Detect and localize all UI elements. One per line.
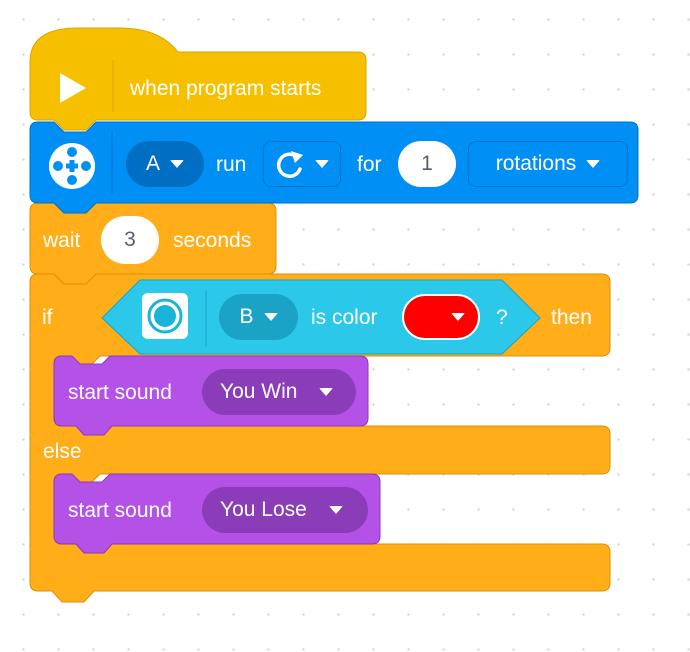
wait-label: wait (43, 229, 81, 252)
clockwise-arrow-icon (277, 151, 303, 178)
if-label: if (42, 306, 53, 329)
start-sound-label: start sound (68, 381, 172, 404)
sound-name: You Win (220, 380, 298, 403)
start-sound-label: start sound (68, 499, 172, 522)
chevron-down-icon (586, 160, 601, 168)
is-color-label: is color (311, 306, 378, 329)
unit-value: rotations (495, 152, 577, 175)
wait-seconds-input[interactable]: 3 (101, 216, 159, 264)
hat-block-shape[interactable] (29, 27, 367, 131)
question-mark-label: ? (496, 306, 508, 329)
unit-dropdown[interactable]: rotations (468, 141, 628, 187)
sensor-port-value: B (239, 305, 254, 328)
motor-for-label: for (357, 153, 382, 176)
seconds-label: seconds (173, 229, 252, 252)
hat-label: when program starts (130, 77, 322, 100)
sound-name: You Lose (220, 498, 307, 521)
motor-icon (49, 143, 95, 189)
chevron-down-icon (328, 506, 343, 514)
chevron-down-icon (170, 160, 184, 168)
rotation-amount-input[interactable]: 1 (398, 141, 456, 187)
motor-run-label: run (216, 153, 247, 176)
chevron-down-icon (315, 160, 329, 168)
direction-dropdown[interactable] (263, 141, 341, 187)
color-sensor-icon (142, 293, 188, 339)
chevron-down-icon (319, 388, 334, 396)
chevron-down-icon (263, 313, 278, 321)
play-icon (60, 73, 86, 103)
color-picker-dropdown[interactable] (402, 294, 480, 340)
chevron-down-icon (451, 313, 465, 321)
sensor-port-dropdown[interactable]: B (219, 294, 298, 340)
sound-dropdown-you-lose[interactable]: You Lose (202, 487, 368, 533)
else-label: else (43, 440, 82, 463)
sound-dropdown-you-win[interactable]: You Win (202, 369, 356, 415)
then-label: then (551, 306, 592, 329)
motor-port-value: A (145, 152, 160, 175)
motor-port-dropdown[interactable]: A (126, 141, 204, 187)
